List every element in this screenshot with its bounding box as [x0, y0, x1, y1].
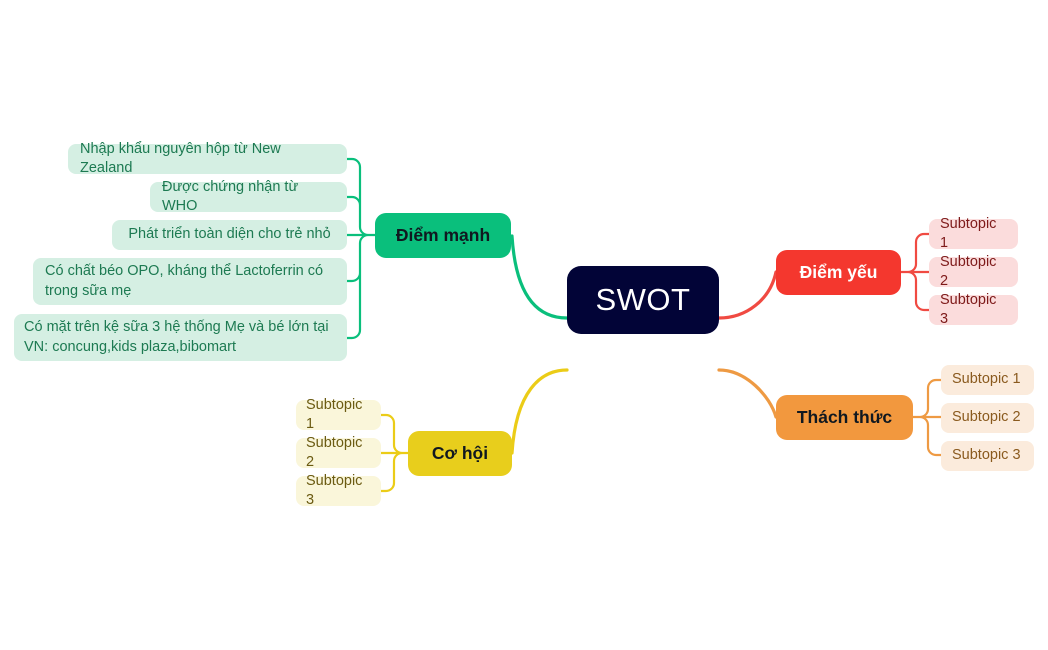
branch-node-strengths[interactable]: Điểm mạnh	[375, 213, 511, 258]
subtopic-chip-weaknesses-1[interactable]: Subtopic 1	[929, 216, 1018, 251]
subtopic-label: Subtopic 1	[306, 396, 363, 432]
connector-center-opportunities	[510, 368, 569, 455]
branch-node-opportunities[interactable]: Cơ hội	[408, 431, 512, 476]
subtopic-chip-weaknesses-2[interactable]: Subtopic 2	[929, 254, 1018, 289]
subtopic-label: Subtopic 2	[940, 253, 997, 289]
connector-center-weaknesses	[717, 270, 778, 320]
subtopic-chip-strengths-2[interactable]: Được chứng nhận từ WHO	[150, 179, 347, 214]
subtopic-chip-threats-2[interactable]: Subtopic 2	[941, 403, 1034, 433]
bracket-strengths	[345, 157, 377, 340]
bracket-weaknesses	[899, 232, 931, 312]
subtopic-chip-strengths-4[interactable]: Có chất béo OPO, kháng thể Lactoferrin c…	[33, 258, 347, 305]
subtopic-label: Subtopic 3	[306, 472, 363, 508]
subtopic-label: Phát triển toàn diện cho trẻ nhỏ	[128, 226, 331, 243]
subtopic-chip-strengths-3[interactable]: Phát triển toàn diện cho trẻ nhỏ	[112, 220, 347, 250]
subtopic-label: Subtopic 1	[940, 215, 997, 251]
branch-label-threats: Thách thức	[796, 407, 893, 427]
center-node-label: SWOT	[595, 282, 691, 317]
subtopic-label: Subtopic 2	[952, 409, 1021, 426]
bracket-opportunities	[379, 413, 410, 493]
subtopic-label: Subtopic 3	[952, 447, 1021, 464]
subtopic-label: Subtopic 2	[306, 434, 363, 470]
branch-label-opportunities: Cơ hội	[431, 443, 489, 463]
center-node-swot[interactable]: SWOT	[567, 266, 719, 334]
subtopic-label: Có chất béo OPO, kháng thể Lactoferrin c…	[45, 263, 324, 299]
branch-label-strengths: Điểm mạnh	[395, 225, 491, 245]
subtopic-chip-weaknesses-3[interactable]: Subtopic 3	[929, 292, 1018, 327]
subtopic-label: Có mặt trên kệ sữa 3 hệ thống Mẹ và bé l…	[24, 319, 329, 355]
branch-label-weaknesses: Điểm yếu	[799, 262, 878, 282]
subtopic-chip-opportunities-1[interactable]: Subtopic 1	[296, 397, 381, 432]
bracket-threats	[911, 378, 943, 457]
connector-center-threats	[717, 368, 778, 419]
subtopic-chip-threats-3[interactable]: Subtopic 3	[941, 441, 1034, 471]
subtopic-label: Được chứng nhận từ WHO	[162, 178, 299, 214]
subtopic-label: Subtopic 1	[952, 371, 1021, 388]
subtopic-chip-strengths-1[interactable]: Nhập khẩu nguyên hộp từ New Zealand	[68, 141, 347, 176]
subtopic-label: Nhập khẩu nguyên hộp từ New Zealand	[80, 140, 281, 176]
connector-center-strengths	[510, 234, 569, 320]
subtopic-chip-opportunities-2[interactable]: Subtopic 2	[296, 435, 381, 470]
subtopic-chip-opportunities-3[interactable]: Subtopic 3	[296, 473, 381, 508]
subtopic-chip-threats-1[interactable]: Subtopic 1	[941, 365, 1034, 395]
branch-node-threats[interactable]: Thách thức	[776, 395, 913, 440]
subtopic-label: Subtopic 3	[940, 291, 997, 327]
subtopic-chip-strengths-5[interactable]: Có mặt trên kệ sữa 3 hệ thống Mẹ và bé l…	[14, 314, 347, 361]
branch-node-weaknesses[interactable]: Điểm yếu	[776, 250, 901, 295]
